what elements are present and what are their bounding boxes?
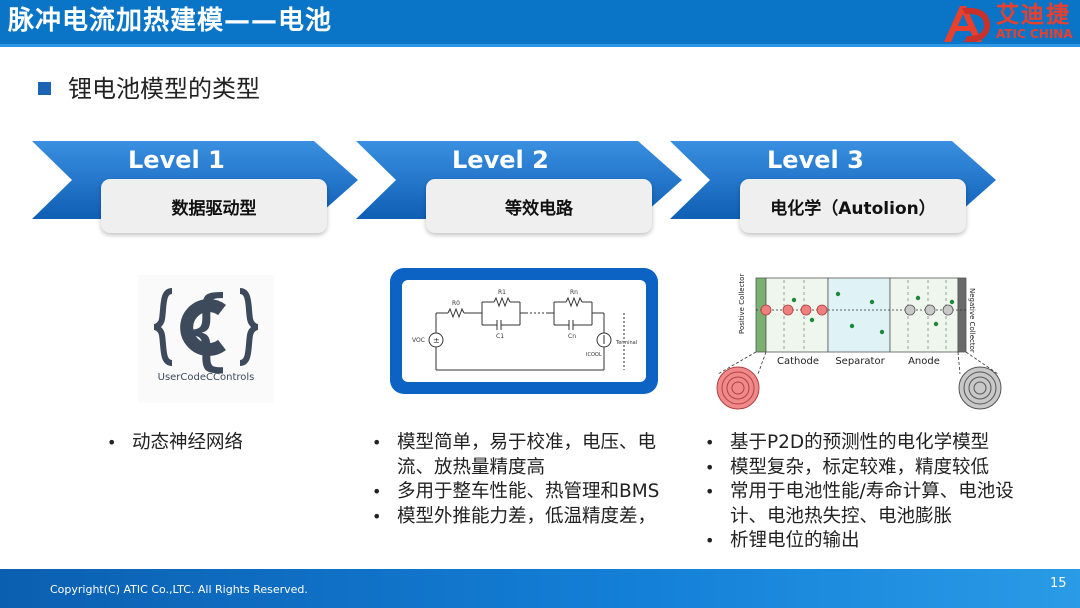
circuit-diagram: ± R0 R1 C1 Rn Cn VOC ICOOL Terminal [402, 280, 646, 382]
positive-collector-label: Positive Collector [738, 274, 746, 334]
level-1-label: Level 1 [128, 146, 225, 174]
title-bar-underline [0, 44, 1080, 47]
anode-label: Anode [908, 356, 940, 367]
level-1-bullets: 动态神经网络 [105, 431, 325, 456]
svg-text:VOC: VOC [412, 337, 425, 344]
cathode-label: Cathode [777, 356, 819, 367]
list-item: 模型简单，易于校准，电压、电流、放热量精度高 [370, 431, 688, 480]
slide-title: 脉冲电流加热建模——电池 [8, 6, 333, 36]
level-3-label: Level 3 [767, 146, 864, 174]
level-2-bullets: 模型简单，易于校准，电压、电流、放热量精度高 多用于整车性能、热管理和BMS 模… [370, 431, 688, 529]
list-item: 模型外推能力差，低温精度差， [370, 505, 688, 530]
separator-label: Separator [835, 356, 885, 367]
level-1-box: 数据驱动型 [101, 179, 327, 233]
svg-text:Rn: Rn [570, 289, 578, 296]
level-2-label: Level 2 [452, 146, 549, 174]
svg-text:Cn: Cn [568, 333, 576, 340]
square-bullet-icon [38, 82, 51, 95]
list-item: 析锂电位的输出 [703, 529, 1023, 554]
title-bar [0, 0, 1080, 44]
svg-text:C1: C1 [496, 333, 504, 340]
list-item: 模型复杂，标定较难，精度较低 [703, 456, 1023, 481]
page-number: 15 [1050, 576, 1067, 591]
svg-text:Terminal: Terminal [615, 340, 637, 346]
electrochemical-cell-diagram: Cathode Separator Anode Positive Collect… [712, 272, 1002, 412]
list-item: 动态神经网络 [105, 431, 325, 456]
cell-structure-icon: Cathode Separator Anode Positive Collect… [716, 274, 1002, 410]
equivalent-circuit-icon: ± R0 R1 C1 Rn Cn VOC ICOOL Terminal [412, 289, 637, 371]
level-2-box: 等效电路 [426, 179, 652, 233]
copyright-text: Copyright(C) ATIC Co.,LTC. All Rights Re… [50, 583, 308, 596]
c-logo-caption: UserCodeCControls [157, 372, 255, 383]
negative-collector-label: Negative Collector [968, 288, 976, 353]
svg-text:±: ± [433, 336, 440, 345]
level-3-box: 电化学（Autolion） [740, 179, 966, 233]
logo-text-en: ATIC CHINA [996, 27, 1073, 41]
c-letter-icon [153, 288, 259, 366]
svg-text:R1: R1 [498, 289, 506, 296]
level-3-bullets: 基于P2D的预测性的电化学模型 模型复杂，标定较难，精度较低 常用于电池性能/寿… [703, 431, 1023, 554]
list-item: 多用于整车性能、热管理和BMS [370, 480, 688, 505]
list-item: 基于P2D的预测性的电化学模型 [703, 431, 1023, 456]
svg-text:R0: R0 [452, 300, 460, 307]
svg-text:ICOOL: ICOOL [586, 352, 602, 358]
list-item: 常用于电池性能/寿命计算、电池设计、电池热失控、电池膨胀 [703, 480, 1023, 529]
footer-bar [0, 569, 1080, 608]
atic-logo [940, 2, 992, 48]
section-title: 锂电池模型的类型 [68, 75, 260, 103]
atic-logo-icon [944, 6, 990, 42]
logo-text-cn: 艾迪捷 [996, 2, 1071, 28]
